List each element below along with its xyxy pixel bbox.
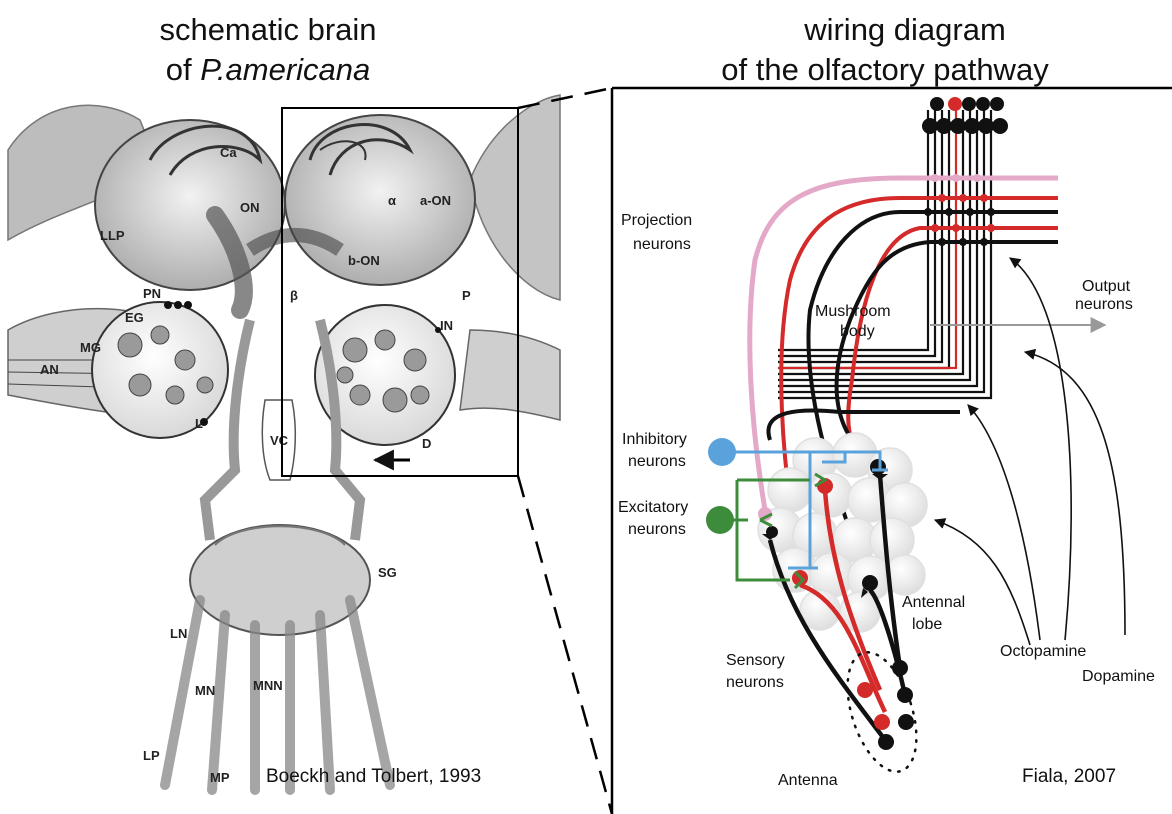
left-title-line2: of P.americana: [166, 52, 371, 87]
zoom-connector-top: [518, 88, 612, 108]
excitatory-soma: [706, 506, 734, 534]
svg-text:LLP: LLP: [100, 228, 125, 243]
svg-text:MNN: MNN: [253, 678, 283, 693]
svg-text:AN: AN: [40, 362, 59, 377]
right-title-line2: of the olfactory pathway: [721, 52, 1049, 87]
label-projection-2: neurons: [633, 236, 691, 253]
label-sensory-2: neurons: [726, 674, 784, 691]
svg-text:b-ON: b-ON: [348, 253, 380, 268]
label-output-1: Output: [1082, 278, 1131, 295]
label-projection-1: Projection: [621, 212, 692, 229]
label-antennal-1: Antennal: [902, 594, 965, 611]
label-excitatory-2: neurons: [628, 521, 686, 538]
species-name: P.americana: [200, 52, 370, 87]
left-title-line1: schematic brain: [159, 12, 376, 47]
svg-text:β: β: [290, 288, 298, 303]
svg-text:SG: SG: [378, 565, 397, 580]
label-sensory-1: Sensory: [726, 652, 785, 669]
brain-illustration: Ca ON α a-ON LLP b-ON PN β P EG MG AN IN…: [8, 95, 560, 790]
label-dopamine: Dopamine: [1082, 668, 1155, 685]
svg-text:EG: EG: [125, 310, 144, 325]
label-octopamine: Octopamine: [1000, 643, 1086, 660]
zoom-connector-bottom: [518, 476, 612, 814]
svg-text:D: D: [422, 436, 431, 451]
antenna-outline: [834, 644, 929, 780]
svg-text:LP: LP: [143, 748, 160, 763]
inhibitory-soma: [708, 438, 736, 466]
right-title-line1: wiring diagram: [803, 12, 1006, 47]
label-mushroom-2: body: [840, 323, 875, 340]
label-output-2: neurons: [1075, 296, 1133, 313]
svg-text:a-ON: a-ON: [420, 193, 451, 208]
svg-text:Ca: Ca: [220, 145, 237, 160]
label-inhibitory-1: Inhibitory: [622, 431, 687, 448]
svg-text:P: P: [462, 288, 471, 303]
svg-text:MP: MP: [210, 770, 230, 785]
svg-text:MN: MN: [195, 683, 215, 698]
svg-text:α: α: [388, 193, 396, 208]
left-citation: Boeckh and Tolbert, 1993: [266, 766, 481, 787]
svg-text:L: L: [195, 416, 203, 431]
right-citation: Fiala, 2007: [1022, 766, 1116, 787]
svg-text:VC: VC: [270, 433, 289, 448]
label-antennal-2: lobe: [912, 616, 942, 633]
svg-text:IN: IN: [440, 318, 453, 333]
svg-text:LN: LN: [170, 626, 187, 641]
label-excitatory-1: Excitatory: [618, 499, 688, 516]
svg-text:PN: PN: [143, 286, 161, 301]
label-antenna: Antenna: [778, 772, 838, 789]
svg-text:MG: MG: [80, 340, 101, 355]
svg-text:ON: ON: [240, 200, 260, 215]
label-inhibitory-2: neurons: [628, 453, 686, 470]
label-mushroom-1: Mushroom: [815, 303, 891, 320]
